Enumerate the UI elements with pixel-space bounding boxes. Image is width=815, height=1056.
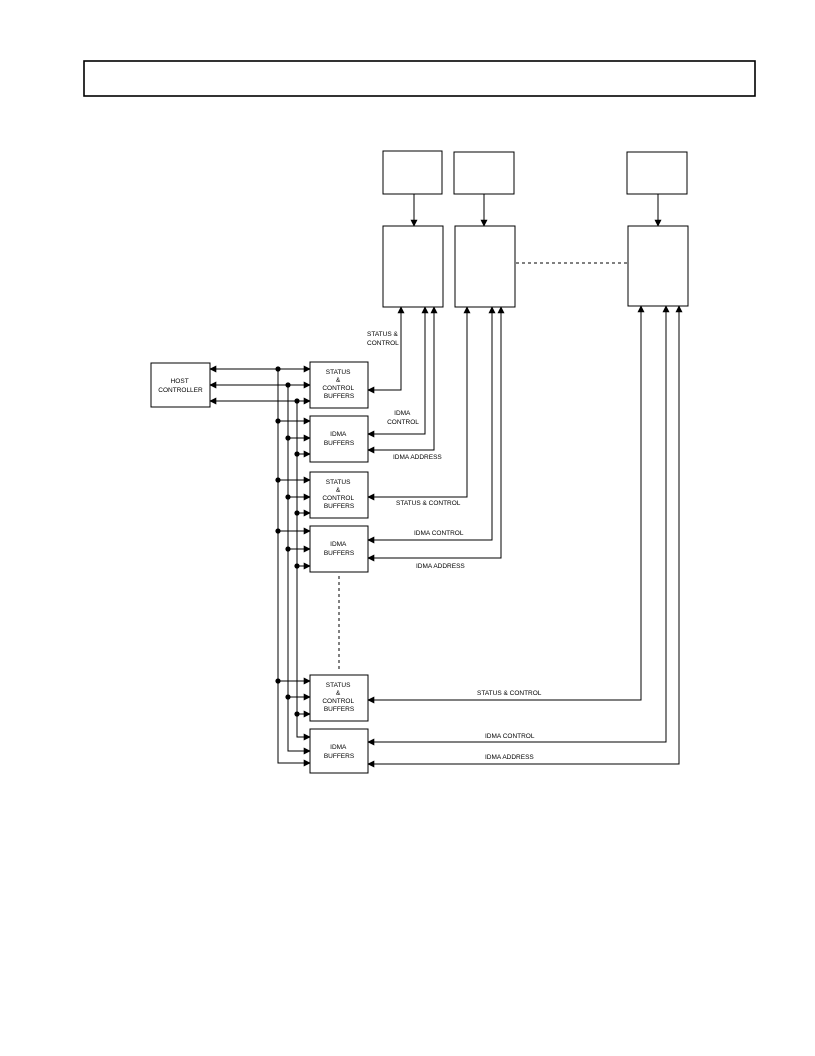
status-control-buffers-3-line2: & xyxy=(336,690,341,697)
top-large-box-1 xyxy=(382,225,444,308)
status-control-buffers-2-line3: CONTROL xyxy=(322,495,354,502)
idma-buffers-2-line1: IDMA xyxy=(330,541,347,548)
label-status-control-2: STATUS & CONTROL xyxy=(396,500,461,507)
bus-vertical-3 xyxy=(296,401,310,738)
host-controller-label: HOST CONTROLLER xyxy=(158,378,203,394)
idma-buffers-2 xyxy=(309,525,369,573)
idma-buffers-1-line2: BUFFERS xyxy=(324,440,355,447)
idma-buffers-2-line2: BUFFERS xyxy=(324,550,355,557)
label-idma-control-2: IDMA CONTROL xyxy=(414,530,464,537)
host-controller-label-line2: CONTROLLER xyxy=(158,387,203,394)
status-control-buffers-3-line3: CONTROL xyxy=(322,698,354,705)
bus-vertical-2 xyxy=(287,385,310,752)
status-control-buffers-2-label: STATUS & CONTROL BUFFERS xyxy=(322,479,355,510)
top-small-box-1 xyxy=(382,150,443,195)
bus-taps-status-2 xyxy=(275,476,311,517)
junction-dot xyxy=(275,366,281,372)
status-control-buffers-2-line1: STATUS xyxy=(326,479,351,486)
top-small-box-2 xyxy=(453,151,515,195)
top-large-box-2 xyxy=(454,225,516,308)
status-control-buffers-2 xyxy=(309,471,369,519)
label-status-control-1-line2: CONTROL xyxy=(367,340,399,347)
header-box xyxy=(83,60,756,97)
idma-buffers-2-label: IDMA BUFFERS xyxy=(324,541,355,557)
signal-idma-control-3 xyxy=(367,305,670,746)
bus-taps-idma-3 xyxy=(278,733,311,767)
status-control-buffers-2-line2: & xyxy=(336,487,341,494)
idma-buffers-1 xyxy=(309,415,369,463)
junction-dot xyxy=(294,398,300,404)
idma-buffers-1-label: IDMA BUFFERS xyxy=(324,431,355,447)
signal-idma-address-3 xyxy=(367,305,683,768)
signal-status-control-1 xyxy=(367,306,405,394)
status-control-buffers-3 xyxy=(309,674,369,722)
idma-buffers-1-line1: IDMA xyxy=(330,431,347,438)
status-control-buffers-1-line3: CONTROL xyxy=(322,385,354,392)
idma-buffers-3-line1: IDMA xyxy=(330,744,347,751)
label-status-control-1-line1: STATUS & xyxy=(367,331,398,338)
label-idma-control-1: IDMA CONTROL xyxy=(387,410,419,426)
label-idma-address-1: IDMA ADDRESS xyxy=(393,454,442,461)
idma-buffers-3 xyxy=(309,728,369,774)
status-control-buffers-3-label: STATUS & CONTROL BUFFERS xyxy=(322,682,355,713)
bus-taps-status-3 xyxy=(275,677,311,718)
status-control-buffers-1 xyxy=(309,361,369,409)
label-idma-address-2: IDMA ADDRESS xyxy=(416,563,465,570)
label-idma-control-1-line2: CONTROL xyxy=(387,419,419,426)
top-small-box-3 xyxy=(626,151,688,195)
status-control-buffers-1-label: STATUS & CONTROL BUFFERS xyxy=(322,369,355,400)
idma-buffers-3-label: IDMA BUFFERS xyxy=(324,744,355,760)
status-control-buffers-1-line1: STATUS xyxy=(326,369,351,376)
status-control-buffers-3-line1: STATUS xyxy=(326,682,351,689)
junction-dot xyxy=(285,382,291,388)
host-controller-label-line1: HOST xyxy=(171,378,189,385)
label-idma-control-3: IDMA CONTROL xyxy=(485,733,535,740)
status-control-buffers-1-line2: & xyxy=(336,377,341,384)
bus-taps-idma-2 xyxy=(275,527,311,570)
label-idma-control-1-line1: IDMA xyxy=(394,410,411,417)
idma-buffers-3-line2: BUFFERS xyxy=(324,753,355,760)
status-control-buffers-1-line4: BUFFERS xyxy=(324,393,355,400)
label-status-control-1: STATUS & CONTROL xyxy=(367,331,400,347)
top-large-box-3 xyxy=(627,225,689,307)
bus-taps-idma-1 xyxy=(275,417,311,458)
status-control-buffers-3-line4: BUFFERS xyxy=(324,706,355,713)
label-status-control-3: STATUS & CONTROL xyxy=(477,690,542,697)
label-idma-address-3: IDMA ADDRESS xyxy=(485,754,534,761)
status-control-buffers-2-line4: BUFFERS xyxy=(324,503,355,510)
host-controller-box xyxy=(150,362,211,408)
